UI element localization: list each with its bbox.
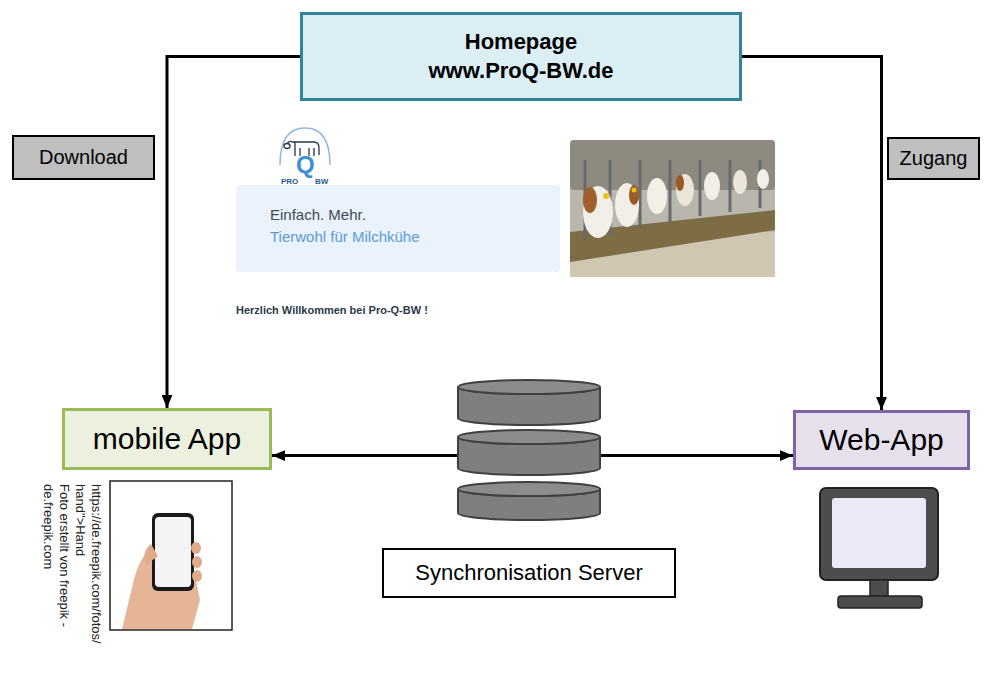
cow-head: [733, 170, 747, 194]
cow-head: [615, 183, 639, 227]
logo-text: BW: [315, 174, 328, 189]
cow-patch: [676, 175, 684, 191]
monitor-neck: [870, 580, 888, 596]
ear-tag: [632, 188, 637, 193]
database-cylinder-shape: [458, 380, 600, 520]
website-screenshot: [236, 108, 775, 325]
welcome-text: Herzlich Willkommen bei Pro-Q-BW !: [236, 303, 428, 318]
monitor-frame: [820, 488, 938, 580]
homepage-box: Homepagewww.ProQ-BW.de: [300, 12, 742, 101]
photo-credit: https://de.freepik.com/fotos/: [89, 484, 104, 644]
photo-credit: Foto erstellt von freepik -: [57, 484, 72, 627]
connector-arrow: [742, 57, 882, 411]
edge-label-box: Download: [12, 135, 155, 180]
photo-credit: de.freepik.com: [41, 484, 56, 569]
cow-head: [676, 174, 694, 206]
edge-label: Download: [39, 146, 128, 169]
ear-tag: [603, 193, 609, 199]
node-label: mobile App: [93, 421, 241, 457]
slogan-panel: [236, 185, 560, 272]
node-label: Homepage: [465, 28, 577, 57]
database-disk-top: [458, 380, 600, 394]
logo-letter: Q: [296, 157, 315, 172]
finger: [192, 556, 202, 568]
phone: [152, 513, 194, 591]
screenshot-ground: [236, 108, 775, 325]
cow-head: [704, 172, 720, 200]
cow-head: [284, 144, 290, 149]
node-label: www.ProQ-BW.de: [429, 57, 614, 86]
connector-arrow: [600, 454, 793, 457]
phone-screen: [155, 517, 191, 587]
slogan: Tierwohl für Milchkühe: [270, 229, 420, 244]
monitor-base: [838, 596, 922, 608]
database-disk-top: [458, 482, 600, 496]
connector-arrow: [272, 454, 458, 457]
photo-frame: [110, 481, 232, 630]
cow-patch: [629, 185, 639, 205]
logo-text: PRO: [281, 174, 298, 189]
photo-credit: hand">Hand: [73, 484, 88, 556]
cow-head: [583, 186, 613, 238]
app-box: Web-App: [793, 410, 970, 470]
slogan: Einfach. Mehr.: [270, 207, 366, 222]
finger: [191, 542, 201, 554]
cow-outline: [287, 141, 319, 156]
edge-label-box: Zugang: [887, 137, 980, 180]
database-cylinder: Synchronisation Server: [458, 380, 600, 520]
database-disk-top: [458, 430, 600, 444]
phone-photo: [110, 481, 232, 630]
edge-label: Zugang: [900, 147, 968, 170]
photo-ground: [570, 140, 775, 277]
cow-head: [757, 169, 769, 189]
finger: [192, 570, 202, 582]
cow-photo: [570, 140, 775, 277]
thumb: [144, 544, 158, 566]
node-label: Synchronisation Server: [415, 560, 642, 586]
app-box: mobile App: [62, 408, 272, 470]
cow-head: [647, 178, 667, 214]
monitor-icon: [820, 488, 938, 608]
node-label: Web-App: [819, 422, 944, 458]
monitor-screen: [832, 498, 926, 568]
cow-patch: [583, 187, 597, 213]
server-caption-box: Synchronisation Server: [382, 548, 676, 598]
logo-cow: [284, 141, 319, 156]
